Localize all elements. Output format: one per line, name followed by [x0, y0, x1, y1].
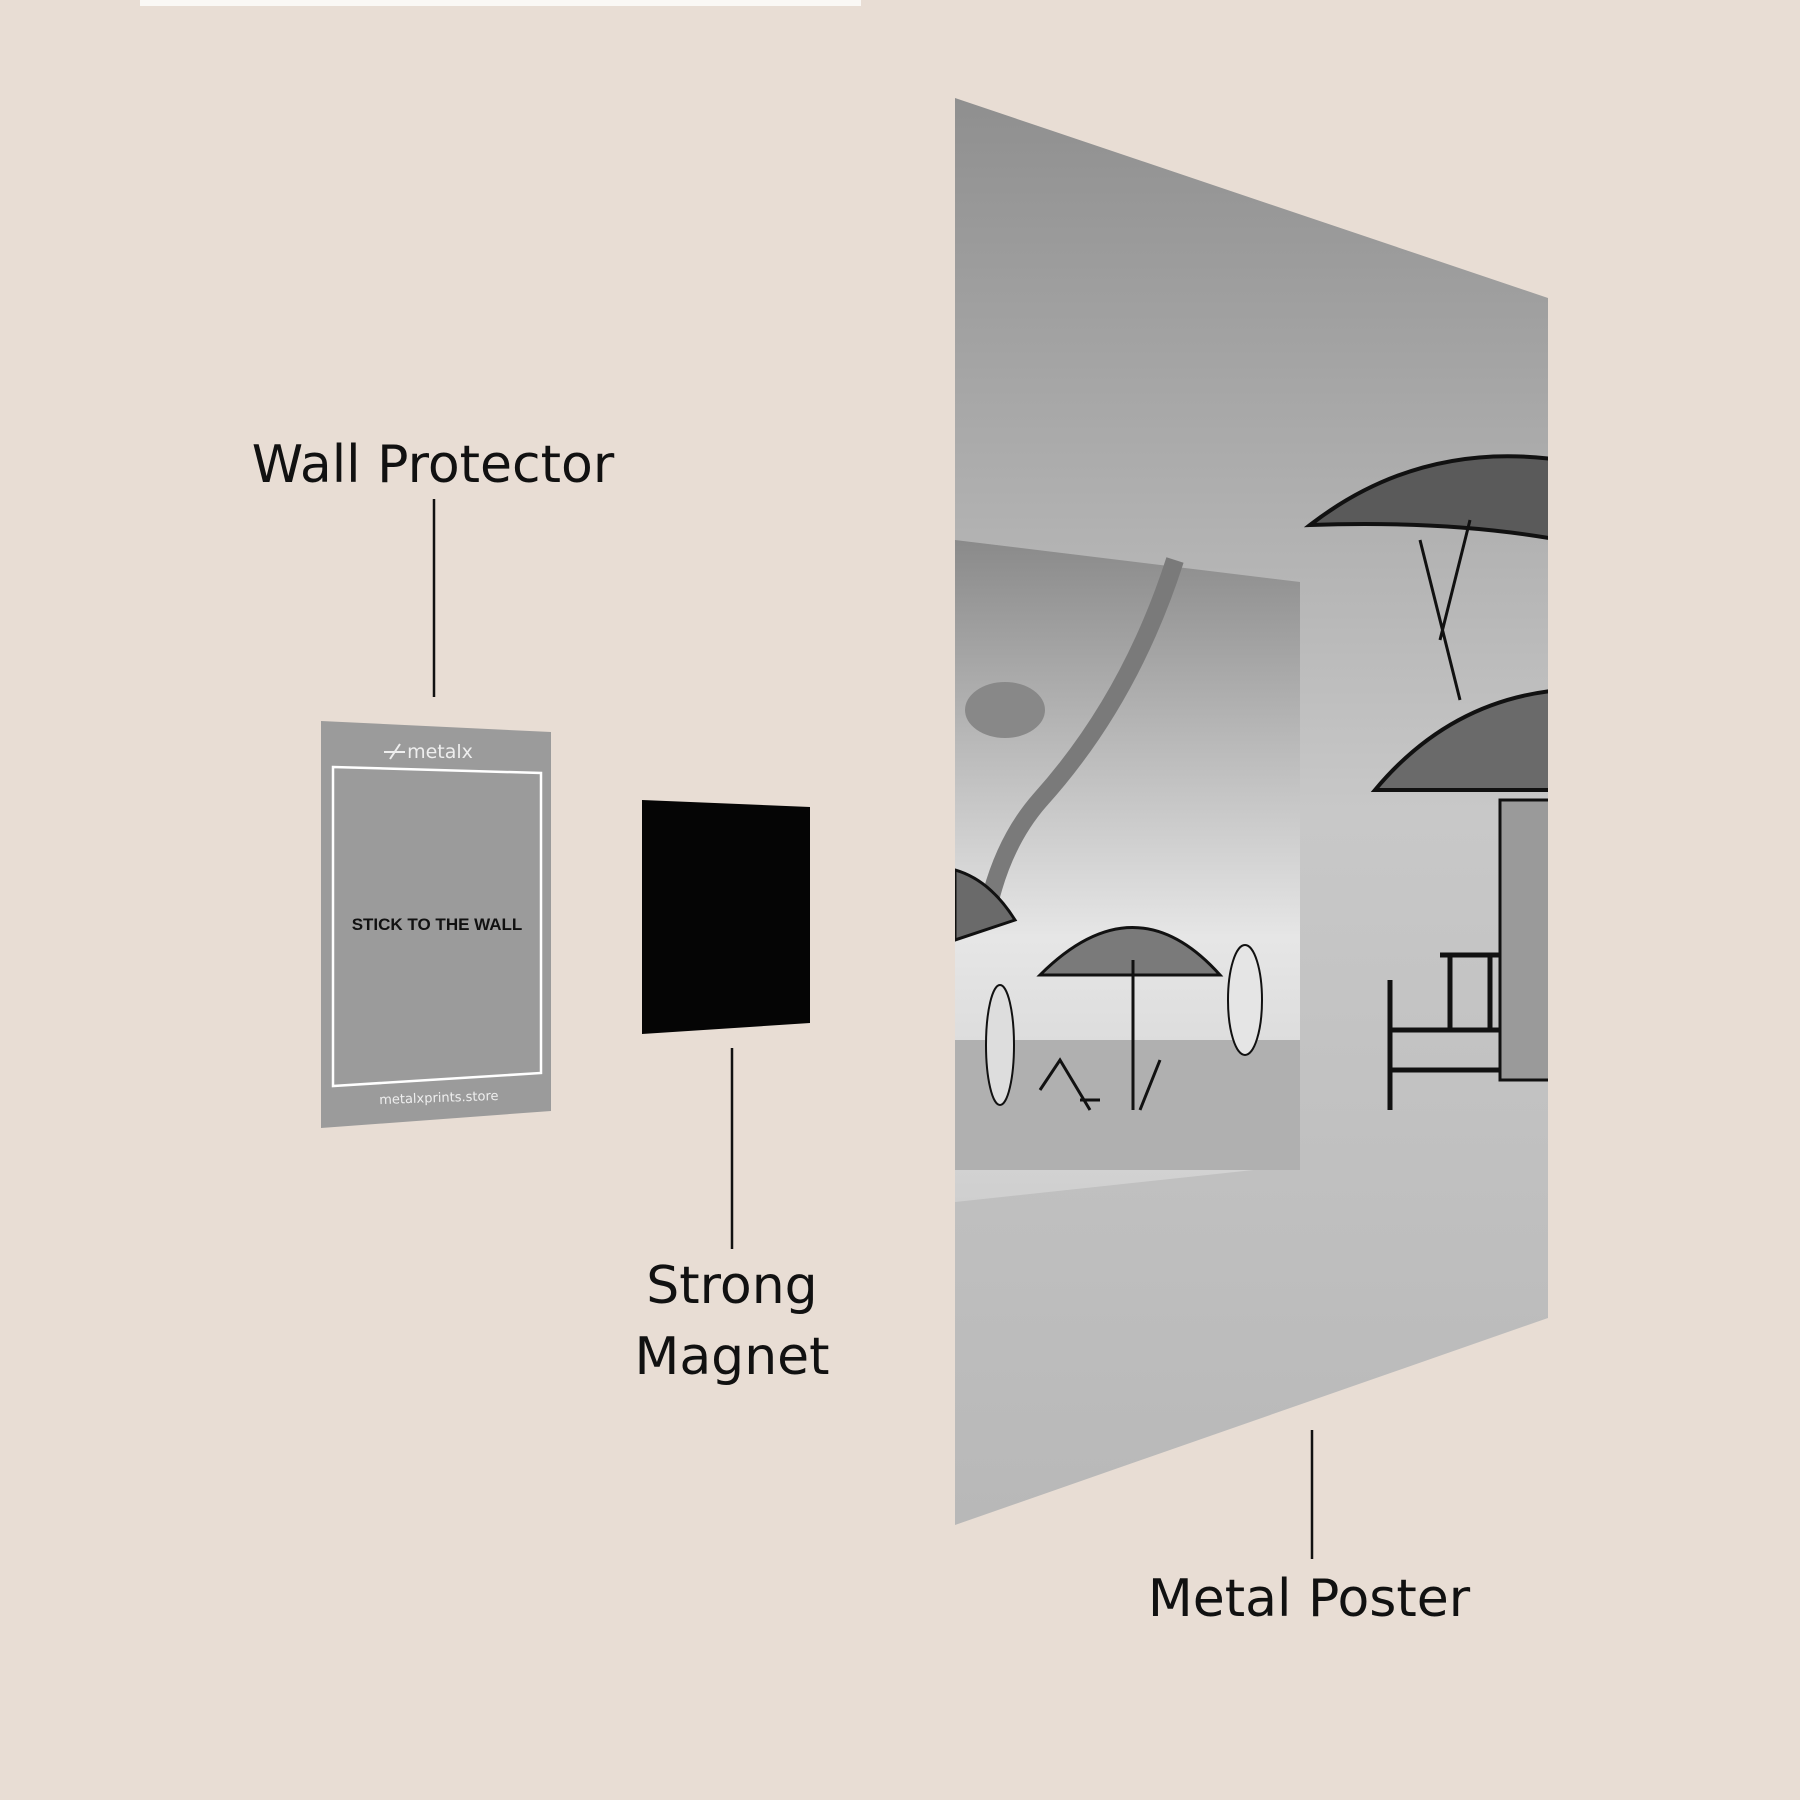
protector-instruction: STICK TO THE WALL	[352, 915, 523, 934]
wall-protector: metalx STICK TO THE WALL metalxprints.st…	[321, 721, 551, 1128]
wall-protector-label: Wall Protector	[252, 435, 615, 495]
strong-magnet	[642, 800, 810, 1034]
poster-artwork	[955, 454, 1548, 1202]
metal-poster	[955, 98, 1548, 1525]
strong-magnet-label-line1: Strong	[646, 1256, 817, 1316]
protector-brand: metalx	[407, 741, 473, 763]
metalx-logo-icon	[384, 743, 405, 760]
metal-poster-label: Metal Poster	[1148, 1569, 1471, 1629]
top-white-bar	[140, 0, 861, 6]
protector-website: metalxprints.store	[379, 1089, 499, 1108]
strong-magnet-label-line2: Magnet	[634, 1327, 829, 1387]
